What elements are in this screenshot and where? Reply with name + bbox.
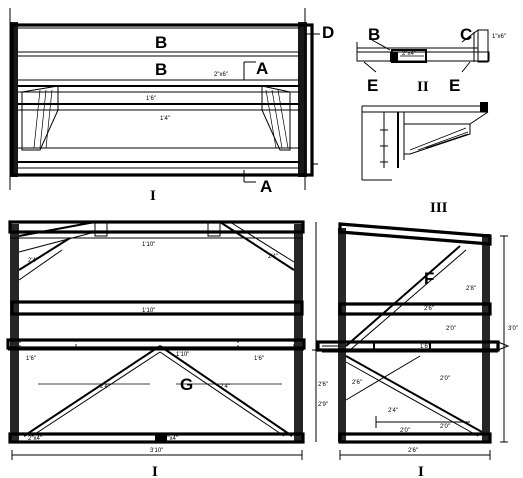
svg-text:3'10": 3'10" bbox=[150, 448, 163, 454]
figure-label-2: II bbox=[417, 79, 429, 95]
svg-text:2'6": 2'6" bbox=[408, 448, 418, 454]
figure-detail-ii: 2"x4" 1"x6" B C E E II bbox=[356, 25, 506, 95]
svg-text:1'6": 1'6" bbox=[254, 356, 264, 362]
svg-text:2'6": 2'6" bbox=[318, 382, 328, 388]
svg-text:3'0": 3'0" bbox=[508, 326, 518, 332]
svg-text:2'0": 2'0" bbox=[446, 326, 456, 332]
svg-text:2'4": 2'4" bbox=[100, 384, 110, 390]
svg-text:2"x4": 2"x4" bbox=[28, 436, 42, 442]
svg-text:2'0": 2'0" bbox=[440, 376, 450, 382]
svg-text:2"x4": 2"x4" bbox=[402, 51, 416, 57]
label-g: G bbox=[180, 375, 193, 394]
label-f: F bbox=[424, 269, 434, 288]
figure-section-iii: III bbox=[361, 102, 489, 216]
svg-text:2'4": 2'4" bbox=[388, 408, 398, 414]
label-d: D bbox=[322, 23, 334, 42]
svg-text:1'6": 1'6" bbox=[146, 96, 156, 102]
svg-text:1'4": 1'4" bbox=[160, 116, 170, 122]
svg-text:2'6": 2'6" bbox=[424, 306, 434, 312]
label-a-bottom: A bbox=[260, 177, 272, 196]
svg-text:2'0": 2'0" bbox=[400, 428, 410, 434]
label-b-top: B bbox=[155, 33, 167, 52]
svg-text:2'9": 2'9" bbox=[318, 402, 328, 408]
svg-text:1'6": 1'6" bbox=[26, 356, 36, 362]
svg-text:2'0": 2'0" bbox=[440, 424, 450, 430]
label-e-right: E bbox=[449, 76, 460, 95]
figure-front-elevation: 1'10" 2'4" 2'4" 1'10" 1'6" 1'10" 1'6" 2'… bbox=[6, 220, 328, 478]
svg-text:2'4": 2'4" bbox=[28, 258, 38, 264]
figure-label-4: I bbox=[152, 464, 158, 478]
svg-text:1'10": 1'10" bbox=[176, 352, 189, 358]
label-e-left: E bbox=[367, 76, 378, 95]
label-a-top: A bbox=[256, 59, 268, 78]
svg-text:2"x4": 2"x4" bbox=[164, 436, 178, 442]
svg-text:2'8": 2'8" bbox=[466, 286, 476, 292]
svg-text:1"x6": 1"x6" bbox=[492, 34, 506, 40]
figure-label-1: I bbox=[150, 188, 156, 204]
svg-text:1'10": 1'10" bbox=[142, 242, 155, 248]
label-b-middle: B bbox=[155, 60, 167, 79]
figure-label-5: I bbox=[418, 464, 424, 478]
figure-label-3: III bbox=[430, 200, 448, 216]
svg-text:2"x6": 2"x6" bbox=[214, 72, 228, 78]
svg-text:2'4": 2'4" bbox=[268, 254, 278, 260]
figure-side-elevation: 2'8" 2'6" 2'0" 1'6" 2'6" 2'0" 2'4" 2'0" … bbox=[316, 222, 518, 478]
svg-text:1'6": 1'6" bbox=[420, 344, 430, 350]
label-b-detail: B bbox=[368, 25, 380, 44]
label-c: C bbox=[460, 25, 472, 44]
svg-text:2'4": 2'4" bbox=[220, 384, 230, 390]
svg-text:1'10": 1'10" bbox=[142, 308, 155, 314]
svg-text:2'6": 2'6" bbox=[352, 380, 362, 386]
figure-top-plan: 1'6" 1'4" 2"x6" B B D A A I bbox=[9, 8, 334, 204]
